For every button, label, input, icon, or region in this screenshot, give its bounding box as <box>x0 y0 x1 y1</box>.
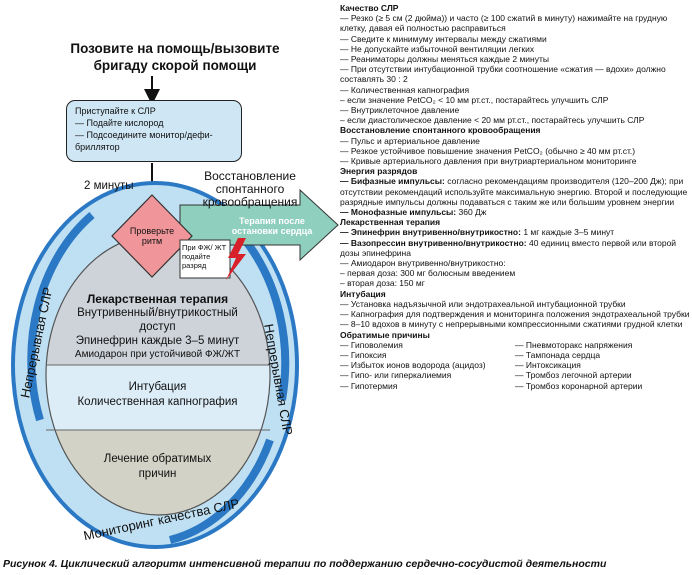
start-line-3: — Подсоедините монитор/дефи- <box>75 130 213 140</box>
intubation-section-bg <box>46 365 270 430</box>
s2-item: — Кривые артериального давления при внут… <box>340 156 637 167</box>
s1-item: — Резко (≥ 5 см (2 дюйма)) и часто (≥ 10… <box>340 13 668 34</box>
s1-item: – если значение PetCO₂ < 10 мм рт.ст., п… <box>340 94 609 105</box>
drug-line-2: доступ <box>139 321 176 333</box>
s1-item: — Сведите к минимуму интервалы между сжа… <box>340 33 547 44</box>
shock-box <box>179 239 231 279</box>
s4-item: — Амиодарон внутривенно/внутрикостно: <box>340 258 506 269</box>
s4-title: Лекарственная терапия <box>340 217 441 228</box>
s1-item: — Количественная капнография <box>340 84 470 95</box>
causes-line-2: причин <box>138 468 177 480</box>
s1-item: — Реаниматоры должны меняться каждые 2 м… <box>340 54 549 65</box>
drug-therapy-block: Лекарственная терапия Внутривенный/внутр… <box>50 292 265 361</box>
cause-item: — Гипоксия <box>340 349 387 360</box>
cause-item: — Пневмоторакс напряжения <box>515 339 633 350</box>
intubation-line-1: Интубация <box>128 381 187 393</box>
cause-item: — Гипо- или гиперкалиемия <box>340 370 452 381</box>
s4-item: — Эпинефрин внутривенно/внутрикостно: 1 … <box>340 227 615 238</box>
s2-item: — Пульс и артериальное давление <box>340 135 480 146</box>
causes-block: Лечение обратимых причин <box>50 452 265 482</box>
s1-item: – если диастолическое давление < 20 мм р… <box>340 115 645 126</box>
causes-columns: — Гиповолемия — Гипоксия — Избыток ионов… <box>340 340 690 391</box>
intubation-line-2: Количественная капнография <box>77 396 238 408</box>
cause-item: — Гипотермия <box>340 380 398 391</box>
check-rhythm-label: Проверьте ритм <box>129 226 175 246</box>
ring-arrow-left <box>27 211 95 422</box>
lightning-bolt-icon <box>226 238 246 280</box>
ring-arrow-bottom <box>169 438 274 544</box>
s1-item: — Не допускайте избыточной вентиляции ле… <box>340 43 535 54</box>
figure-caption: Рисунок 4. Циклический алгоритм интенсив… <box>3 558 607 570</box>
start-line-2: — Подайте кислород <box>75 118 164 128</box>
causes-line-1: Лечение обратимых <box>103 453 212 465</box>
s5-item: — Капнография для подтверждения и монито… <box>340 309 690 320</box>
post-arrest-label: Терапия после остановки сердца <box>231 216 313 236</box>
right-column: Качество СЛР — Резко (≥ 5 см (2 дюйма)) … <box>340 3 690 391</box>
shock-label: При ФЖ/ ЖТ подайте разряд <box>182 243 227 270</box>
call-for-help: Позовите на помощь/вызовите бригаду скор… <box>70 41 280 73</box>
s3-item: — Монофазные импульсы: 360 Дж <box>340 207 487 218</box>
diagram-graphics <box>11 76 339 549</box>
cause-item: — Интоксикация <box>515 360 581 371</box>
drug-line-1: Внутривенный/внутрикостный <box>77 307 238 319</box>
cause-item: — Тромбоз коронарной артерии <box>515 380 643 391</box>
ring-arrow-right <box>241 237 290 401</box>
check-rhythm-diamond <box>111 194 193 278</box>
cause-item: — Тампонада сердца <box>515 349 601 360</box>
drug-title: Лекарственная терапия <box>86 292 229 306</box>
start-line-4: бриллятор <box>75 142 120 152</box>
s4-item: – вторая доза: 150 мг <box>340 278 425 289</box>
cause-item: — Избыток ионов водорода (ацидоз) <box>340 360 486 371</box>
s1-item: — При отсутствии интубационной трубки со… <box>340 64 666 85</box>
rosc-label: Восстановление спонтанного кровообращени… <box>202 169 298 209</box>
s3-item: — Бифазные импульсы: согласно рекомендац… <box>340 176 688 207</box>
cause-item: — Гиповолемия <box>340 339 403 350</box>
s6-title: Обратимые причины <box>340 329 430 340</box>
s2-title: Восстановление спонтанного кровообращени… <box>340 125 541 136</box>
s4-item: – первая доза: 300 мг болюсным введением <box>340 268 516 279</box>
s5-title: Интубация <box>340 288 386 299</box>
start-line-1: Приступайте к СЛР <box>75 106 156 116</box>
start-cpr-box: Приступайте к СЛР — Подайте кислород — П… <box>66 100 242 162</box>
s3-title: Энергия разрядов <box>340 166 418 177</box>
cause-item: — Тромбоз легочной артерии <box>515 370 632 381</box>
drug-line-4: Амиодарон при устойчивой ФЖ/ЖТ <box>74 349 241 360</box>
s4-item: — Вазопрессин внутривенно/внутрикостно: … <box>340 237 677 258</box>
s5-item: — 8–10 вдохов в минуту с непрерывными ко… <box>340 319 683 330</box>
s1-title: Качество СЛР <box>340 3 399 13</box>
s5-item: — Установка надъязычной или эндотрахеаль… <box>340 298 626 309</box>
s2-item: — Резкое устойчивое повышение значения P… <box>340 145 636 156</box>
two-minutes-label: 2 минуты <box>84 180 134 192</box>
drug-line-3: Эпинефрин каждые 3–5 минут <box>75 335 240 347</box>
s1-item: — Внутриклеточное давление <box>340 105 460 116</box>
intubation-block: Интубация Количественная капнография <box>50 380 265 410</box>
